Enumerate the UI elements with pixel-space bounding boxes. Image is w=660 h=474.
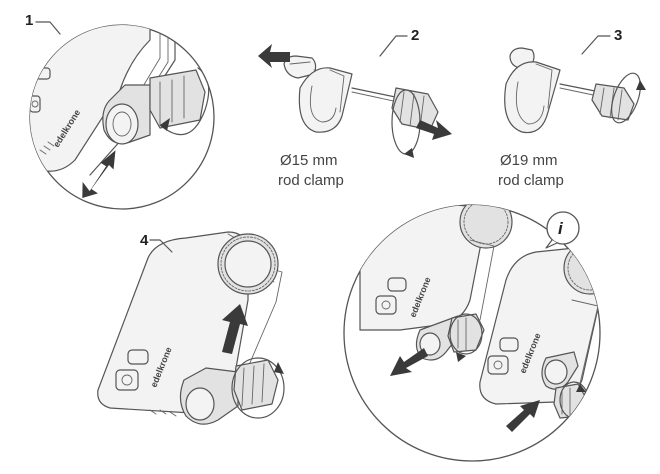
step1-detail-circle: edelkrone (29, 24, 215, 210)
caption-15mm-line1: Ø15 mm (280, 152, 338, 169)
step-number-3: 3 (614, 27, 622, 44)
step-number-2: 2 (411, 27, 419, 44)
caption-19mm-line2: rod clamp (498, 172, 564, 189)
step-number-1: 1 (25, 12, 33, 29)
info-bubble: i (545, 211, 580, 249)
caption-15mm-line2: rod clamp (278, 172, 344, 189)
info-glyph: i (558, 219, 564, 238)
callout-line-4 (149, 239, 173, 253)
callout-line-1 (35, 21, 61, 35)
callout-line-3 (581, 35, 611, 55)
step-number-4: 4 (140, 232, 149, 249)
caption-19mm-line1: Ø19 mm (500, 152, 558, 169)
callout-line-2 (379, 35, 408, 57)
step4-assembled-device: edelkrone (97, 231, 285, 425)
step2-exploded-clamp (258, 44, 452, 158)
step3-exploded-clamp (504, 47, 646, 134)
